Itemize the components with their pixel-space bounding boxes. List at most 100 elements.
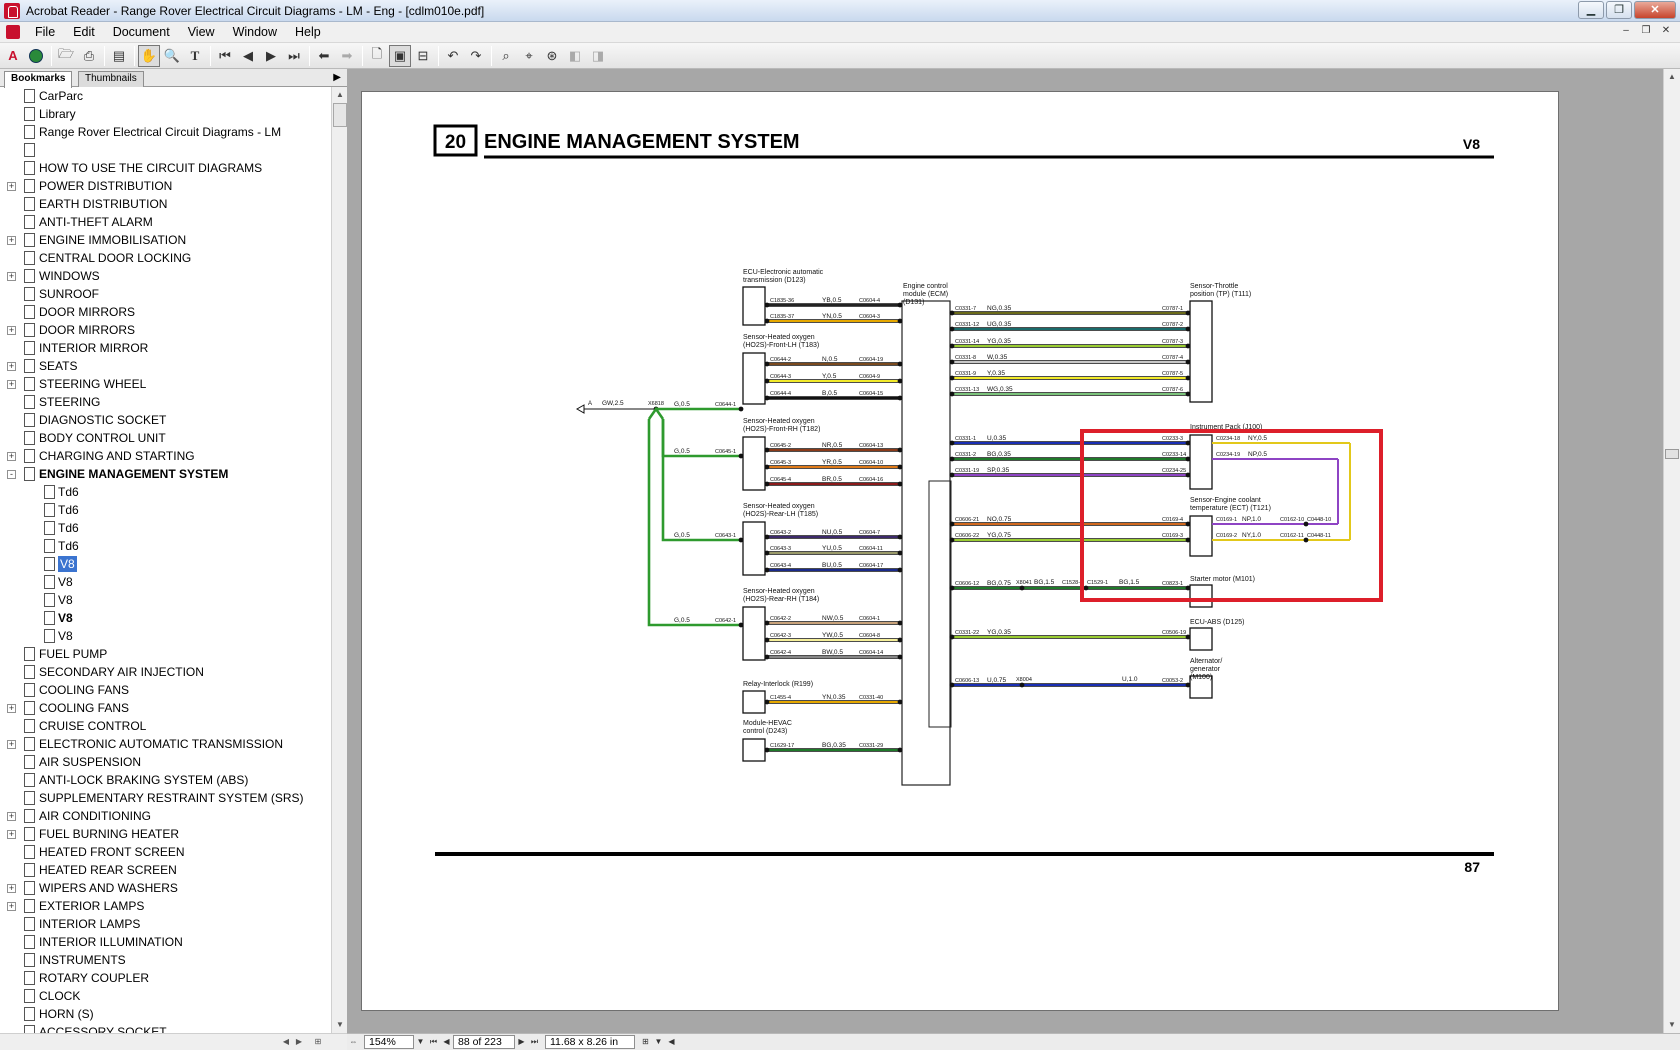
search-results-icon[interactable]: ⊛ — [546, 47, 558, 63]
previous-highlight-icon[interactable]: ◧ — [568, 47, 582, 63]
first-page-icon[interactable]: ⏮ — [219, 47, 231, 63]
menu-view[interactable]: View — [187, 25, 215, 39]
close-button[interactable]: ✕ — [1634, 1, 1676, 19]
print-icon[interactable]: ⎙ — [83, 47, 95, 63]
expand-icon[interactable]: + — [7, 271, 16, 281]
tab-bookmarks[interactable]: Bookmarks — [4, 71, 73, 88]
doc-close-button[interactable]: ✕ — [1661, 25, 1671, 36]
scroll-down-icon[interactable]: ▼ — [336, 1020, 344, 1029]
bookmark-item[interactable]: INTERIOR MIRROR — [0, 339, 331, 357]
expand-icon[interactable]: + — [7, 361, 16, 371]
previous-page-icon[interactable]: ◀ — [243, 47, 253, 63]
expand-icon[interactable]: + — [7, 181, 16, 191]
status-previous-page-icon[interactable]: ◀ — [443, 1037, 450, 1046]
bookmark-item[interactable]: Td6 — [0, 501, 331, 519]
go-back-icon[interactable]: ⬅ — [318, 47, 330, 63]
bookmark-item[interactable]: DIAGNOSTIC SOCKET — [0, 411, 331, 429]
bookmark-item[interactable] — [0, 141, 331, 159]
bookmark-item[interactable]: AIR SUSPENSION — [0, 753, 331, 771]
bookmark-item[interactable]: Range Rover Electrical Circuit Diagrams … — [0, 123, 331, 141]
scroll-thumb[interactable] — [333, 103, 347, 127]
acrobat-logo-icon[interactable]: A — [8, 48, 18, 63]
bookmark-item[interactable]: STEERING — [0, 393, 331, 411]
bookmark-item[interactable]: FUEL PUMP — [0, 645, 331, 663]
bookmark-options-icon[interactable]: ⊞ — [314, 1037, 322, 1046]
rotate-left-icon[interactable]: ↶ — [447, 47, 459, 63]
expand-icon[interactable]: + — [7, 829, 16, 839]
bookmark-item[interactable]: EARTH DISTRIBUTION — [0, 195, 331, 213]
page-layout-icon[interactable]: ⊞ — [642, 1037, 649, 1046]
bookmark-horizontal-scrollbar[interactable]: ◀ ▶ ⊞ — [0, 1033, 347, 1050]
restore-button[interactable]: ❐ — [1606, 1, 1632, 19]
status-first-page-icon[interactable]: ⏮ — [429, 1037, 438, 1046]
bookmark-item[interactable]: SUNROOF — [0, 285, 331, 303]
next-highlight-icon[interactable]: ◨ — [591, 47, 605, 63]
horizontal-scroll-left-icon[interactable]: ◀ — [668, 1037, 675, 1046]
menu-help[interactable]: Help — [295, 25, 321, 39]
text-select-icon[interactable]: T — [190, 47, 200, 63]
acrobat-app-icon[interactable] — [4, 2, 20, 19]
zoom-dropdown-icon[interactable]: ▼ — [416, 1037, 425, 1046]
zoom-field[interactable]: 154% — [364, 1035, 414, 1049]
document-view[interactable]: 20 ENGINE MANAGEMENT SYSTEM V8 87 ECU-El… — [347, 69, 1663, 1033]
document-vertical-scrollbar[interactable]: ▲ ▼ — [1663, 69, 1680, 1033]
scroll-left-icon[interactable]: ◀ — [282, 1037, 290, 1046]
expand-icon[interactable]: + — [7, 703, 16, 713]
search-icon[interactable]: ⌖ — [525, 47, 533, 63]
doc-minimize-button[interactable]: – — [1623, 25, 1629, 36]
bookmark-item[interactable]: SECONDARY AIR INJECTION — [0, 663, 331, 681]
show-hide-navigation-icon[interactable]: ▤ — [112, 47, 126, 63]
bookmark-item[interactable]: +ENGINE IMMOBILISATION — [0, 231, 331, 249]
bookmark-item[interactable]: V8 — [0, 609, 331, 627]
bookmark-vertical-scrollbar[interactable]: ▲ ▼ — [331, 87, 347, 1033]
expand-icon[interactable]: + — [7, 901, 16, 911]
bookmark-item[interactable]: Td6 — [0, 483, 331, 501]
bookmark-item[interactable]: +DOOR MIRRORS — [0, 321, 331, 339]
bookmark-item[interactable]: +AIR CONDITIONING — [0, 807, 331, 825]
last-page-icon[interactable]: ⏭ — [288, 47, 300, 63]
bookmark-item[interactable]: Td6 — [0, 537, 331, 555]
expand-icon[interactable]: + — [7, 739, 16, 749]
page-layout-dropdown-icon[interactable]: ▼ — [654, 1037, 663, 1046]
menu-edit[interactable]: Edit — [73, 25, 95, 39]
scroll-right-icon[interactable]: ▶ — [295, 1037, 303, 1046]
bookmark-item[interactable]: ANTI-THEFT ALARM — [0, 213, 331, 231]
bookmark-item[interactable]: CRUISE CONTROL — [0, 717, 331, 735]
bookmark-item[interactable]: +EXTERIOR LAMPS — [0, 897, 331, 915]
bookmark-item[interactable]: Library — [0, 105, 331, 123]
bookmark-item[interactable]: ACCESSORY SOCKET — [0, 1023, 331, 1033]
bookmark-item[interactable]: V8 — [0, 591, 331, 609]
bookmark-item[interactable]: +FUEL BURNING HEATER — [0, 825, 331, 843]
expand-icon[interactable]: + — [7, 883, 16, 893]
find-icon[interactable]: ⌕ — [502, 47, 510, 63]
document-menu-icon[interactable] — [6, 25, 20, 39]
bookmark-item[interactable]: V8 — [0, 555, 331, 573]
next-page-icon[interactable]: ▶ — [266, 47, 276, 63]
minimize-button[interactable]: ▁ — [1578, 1, 1604, 19]
page-number-field[interactable]: 88 of 223 — [453, 1035, 515, 1049]
bookmark-item[interactable]: COOLING FANS — [0, 681, 331, 699]
expand-icon[interactable]: + — [7, 325, 16, 335]
nav-pane-menu-icon[interactable]: ▶ — [333, 72, 341, 83]
doc-scroll-up-icon[interactable]: ▲ — [1668, 72, 1676, 81]
zoom-tool-icon[interactable]: 🔍 — [163, 47, 181, 63]
bookmark-item[interactable]: +SEATS — [0, 357, 331, 375]
bookmark-item[interactable]: +ELECTRONIC AUTOMATIC TRANSMISSION — [0, 735, 331, 753]
bookmark-item[interactable]: V8 — [0, 627, 331, 645]
actual-size-icon[interactable]: 🗋 — [371, 45, 383, 61]
bookmark-item[interactable]: -ENGINE MANAGEMENT SYSTEM — [0, 465, 331, 483]
bookmark-item[interactable]: +WIPERS AND WASHERS — [0, 879, 331, 897]
collapse-icon[interactable]: - — [7, 470, 16, 479]
doc-restore-button[interactable]: ❐ — [1641, 25, 1651, 36]
bookmark-item[interactable]: CLOCK — [0, 987, 331, 1005]
bookmark-item[interactable]: CarParc — [0, 87, 331, 105]
bookmark-item[interactable]: ANTI-LOCK BRAKING SYSTEM (ABS) — [0, 771, 331, 789]
bookmark-item[interactable]: +COOLING FANS — [0, 699, 331, 717]
bookmark-item[interactable]: ROTARY COUPLER — [0, 969, 331, 987]
bookmark-item[interactable]: +STEERING WHEEL — [0, 375, 331, 393]
hand-tool-icon[interactable]: ✋ — [138, 44, 160, 67]
go-forward-icon[interactable]: ➡ — [341, 47, 353, 63]
bookmark-item[interactable]: CENTRAL DOOR LOCKING — [0, 249, 331, 267]
expand-icon[interactable]: + — [7, 451, 16, 461]
bookmark-item[interactable]: +WINDOWS — [0, 267, 331, 285]
